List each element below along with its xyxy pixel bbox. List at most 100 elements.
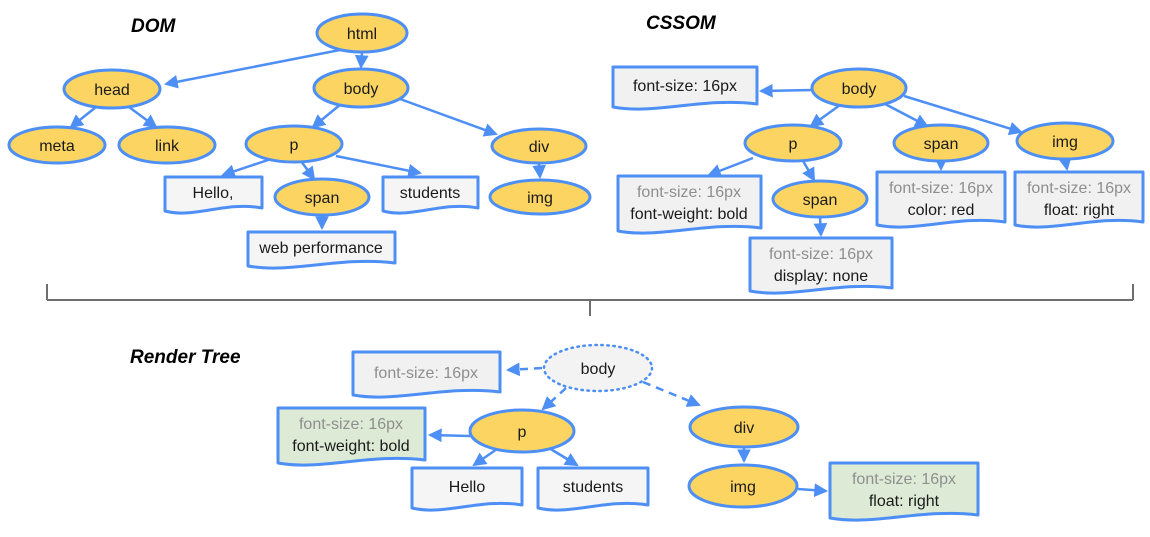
dom-node-p: p — [244, 124, 344, 164]
dom-textnode-web-performance: web performance — [246, 230, 397, 270]
rt-rule-body: font-size: 16px — [351, 350, 502, 399]
edge-dom-div-img — [532, 163, 546, 180]
cssom-rule-img: font-size: 16px float: right — [1013, 170, 1145, 229]
edge-dom-html-head — [163, 47, 346, 89]
rt-node-img-label: img — [730, 479, 756, 496]
cssom-rule-span-shape — [875, 170, 1007, 229]
rt-node-p: p — [468, 408, 576, 454]
cssom-rule-img-line1: font-size: 16px — [1027, 180, 1131, 197]
dom-node-span-shape — [273, 177, 371, 217]
cssom-node-img-label: img — [1052, 134, 1078, 151]
dom-title: DOM — [131, 16, 177, 37]
dom-node-meta-shape — [7, 125, 107, 165]
rt-textnode-students-label: students — [563, 479, 623, 496]
cssom-rule-img-line2: float: right — [1044, 202, 1115, 219]
edge-cssom-p-rule — [707, 156, 754, 178]
rt-rule-body-line1: font-size: 16px — [374, 365, 478, 382]
edge-cssom-spanchild-rule — [813, 216, 828, 238]
dom-node-div: div — [490, 127, 588, 165]
edge-rt-p-rule — [427, 428, 471, 443]
rt-node-div-shape — [688, 405, 800, 449]
cssom-node-span-shape — [892, 123, 990, 163]
dom-node-body-label: body — [344, 81, 379, 98]
cssom-node-body-shape — [810, 67, 908, 109]
rt-textnode-students: students — [536, 466, 650, 512]
cssom-node-span-child-label: span — [803, 192, 838, 209]
rt-textnode-hello-shape — [410, 466, 524, 512]
cssom-rule-p-line1: font-size: 16px — [637, 184, 741, 201]
dom-node-head: head — [62, 68, 162, 110]
rt-rule-p: font-size: 16px font-weight: bold — [276, 406, 427, 467]
cssom-title: CSSOM — [646, 13, 717, 34]
dom-node-span: span — [273, 177, 371, 217]
edge-dom-html-body — [354, 51, 369, 70]
dom-textnode-students-shape — [381, 175, 480, 215]
dom-node-html-label: html — [347, 26, 377, 43]
dom-textnode-hello-shape — [163, 175, 264, 215]
dom-textnode-web-performance-shape — [246, 230, 397, 270]
dom-node-div-label: div — [529, 139, 549, 156]
cssom-rule-img-shape — [1013, 170, 1145, 229]
dom-textnode-students-label: students — [400, 185, 460, 202]
edge-cssom-body-p — [809, 103, 841, 128]
dom-textnode-students: students — [381, 175, 480, 215]
edge-dom-p-students — [335, 154, 423, 178]
cssom-node-span-label: span — [924, 136, 959, 153]
rt-node-body-shape — [542, 343, 654, 393]
edge-dom-body-p — [311, 103, 342, 129]
rt-rule-img: font-size: 16px float: right — [828, 461, 980, 522]
cssom-section: CSSOM body p span img span — [611, 13, 1145, 295]
rt-node-p-label: p — [518, 424, 527, 441]
cssom-rule-span-child-shape — [748, 236, 894, 295]
edge-dom-p-hello — [221, 157, 272, 178]
dom-node-p-label: p — [290, 137, 299, 154]
rt-rule-body-shape — [351, 350, 502, 399]
dom-node-link: link — [117, 125, 217, 165]
dom-node-body: body — [312, 67, 410, 109]
cssom-rule-span: font-size: 16px color: red — [875, 170, 1007, 229]
edge-cssom-p-spanchild — [800, 158, 816, 182]
render-tree-title: Render Tree — [130, 347, 241, 368]
dom-node-link-label: link — [155, 138, 180, 155]
cssom-node-img-shape — [1015, 121, 1115, 161]
dom-textnode-hello: Hello, — [163, 175, 264, 215]
section-divider — [46, 284, 1134, 316]
render-tree-section: Render Tree body p div img font- — [130, 343, 980, 522]
rt-rule-p-shape — [276, 406, 427, 467]
cssom-node-span: span — [892, 123, 990, 163]
dom-node-html-shape — [315, 12, 409, 54]
cssom-rule-p: font-size: 16px font-weight: bold — [616, 174, 763, 235]
rt-node-div: div — [688, 405, 800, 449]
cssom-rule-span-line1: font-size: 16px — [889, 180, 993, 197]
dom-node-link-shape — [117, 125, 217, 165]
dom-node-img-label: img — [527, 190, 553, 207]
rt-rule-img-shape — [828, 461, 980, 522]
edge-rt-body-p — [541, 387, 567, 411]
edge-rt-p-hello — [472, 447, 498, 467]
rt-rule-img-line2: float: right — [869, 493, 940, 510]
cssom-node-body-label: body — [842, 81, 877, 98]
cssom-node-body: body — [810, 67, 908, 109]
dom-node-html: html — [315, 12, 409, 54]
rt-textnode-hello-label: Hello — [449, 479, 486, 496]
edge-dom-p-span — [299, 160, 316, 181]
edge-rt-body-rule — [505, 362, 543, 377]
cssom-node-p: p — [743, 123, 843, 163]
cssom-node-img: img — [1015, 121, 1115, 161]
cssom-node-p-label: p — [789, 136, 798, 153]
edge-cssom-body-span — [884, 102, 929, 128]
rt-node-body: body — [542, 343, 654, 393]
rt-node-img-shape — [687, 463, 799, 509]
dom-node-div-shape — [490, 127, 588, 165]
dom-node-meta-label: meta — [39, 138, 75, 155]
edge-rt-p-students — [548, 446, 579, 467]
dom-node-img: img — [488, 178, 592, 216]
cssom-rule-body: font-size: 16px — [611, 65, 759, 111]
edge-dom-head-link — [128, 105, 158, 129]
edge-dom-head-meta — [69, 106, 97, 129]
cssom-node-p-shape — [743, 123, 843, 163]
cssom-node-span-child-shape — [771, 179, 869, 219]
edge-rt-img-rule — [797, 483, 829, 498]
